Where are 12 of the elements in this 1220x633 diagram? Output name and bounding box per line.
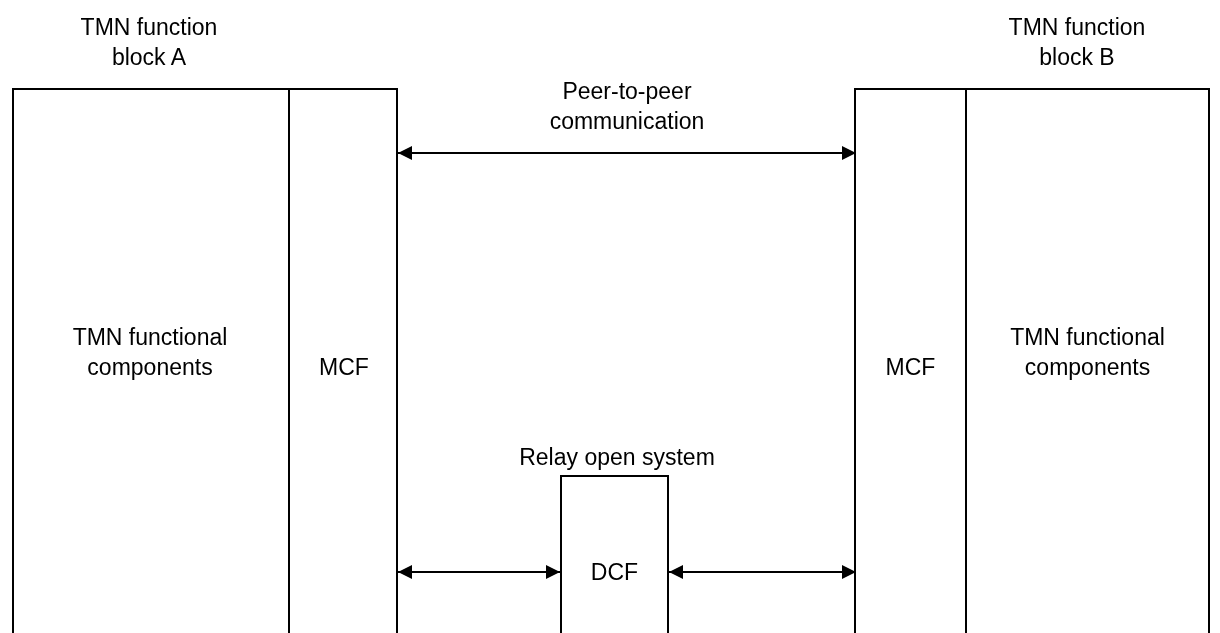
function-label: TMN functional components	[71, 323, 229, 382]
double-arrow	[668, 565, 857, 579]
function-label: TMN functional components	[1009, 323, 1166, 382]
function-label: MCF	[318, 353, 370, 382]
relay-heading: Relay open system	[518, 443, 716, 472]
edge-label: Peer-to-peer communication	[548, 77, 706, 136]
double-arrow	[397, 146, 857, 160]
block-heading: TMN function block A	[79, 13, 219, 72]
function-label: DCF	[589, 558, 640, 587]
function-label: MCF	[884, 353, 937, 382]
block-heading: TMN function block B	[1007, 13, 1147, 72]
double-arrow	[397, 565, 561, 579]
